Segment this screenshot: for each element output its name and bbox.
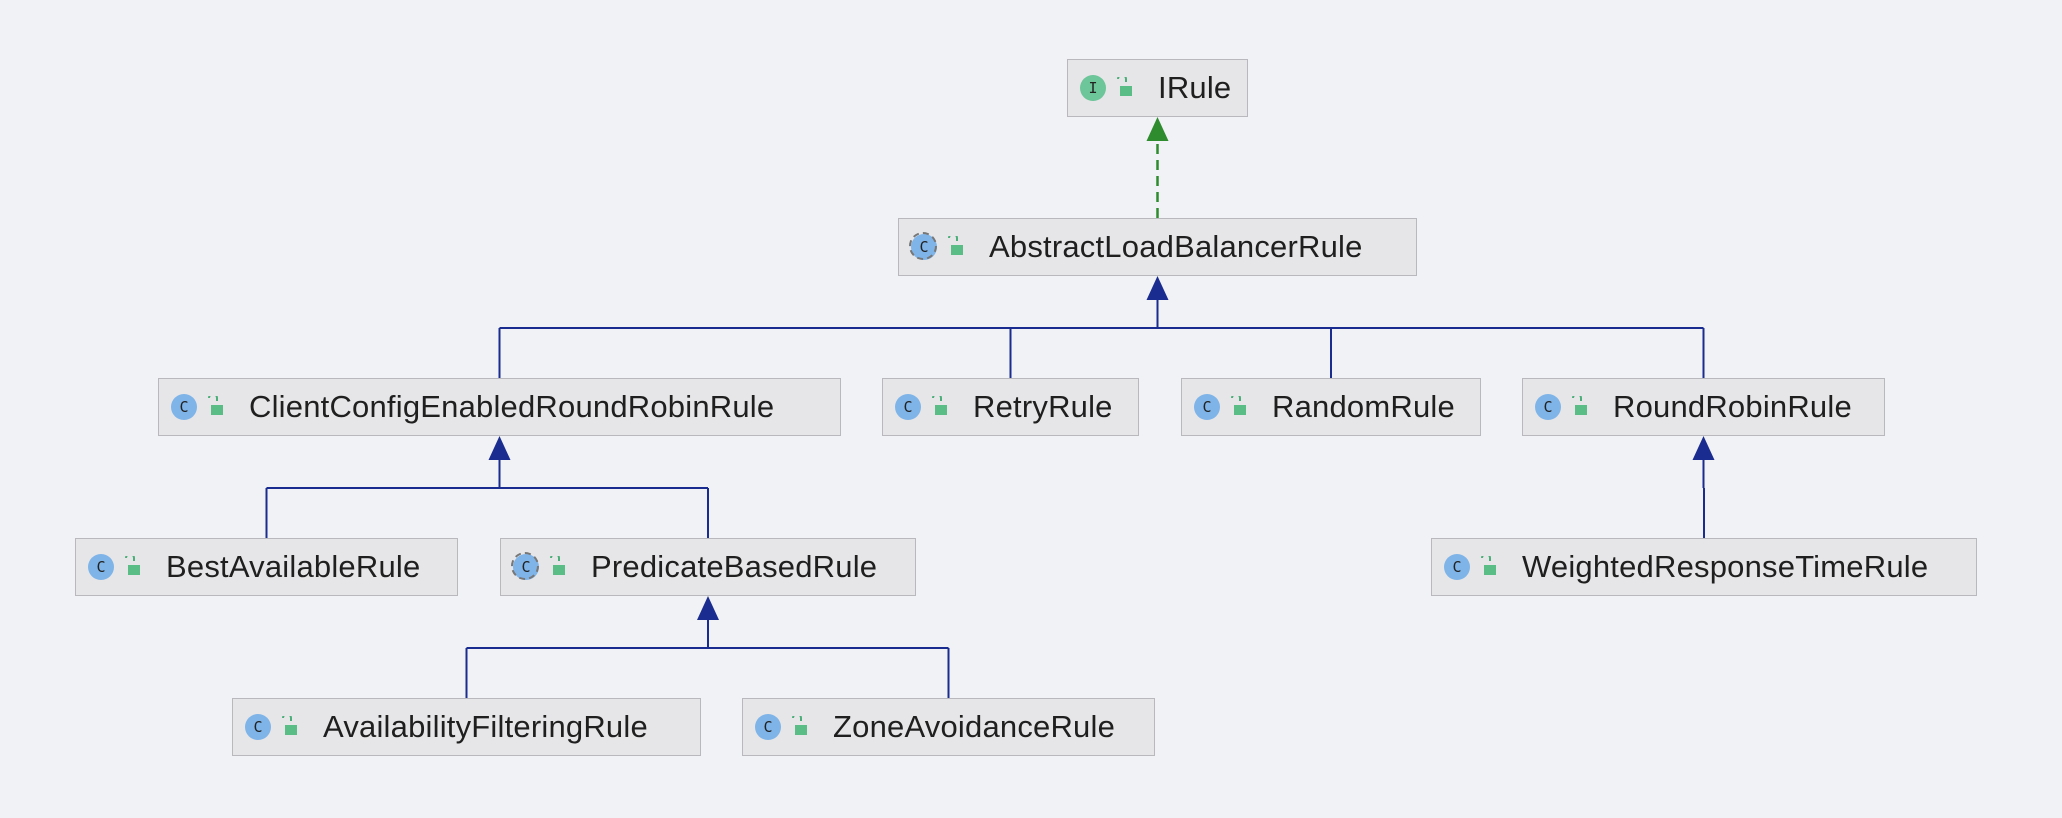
implements-arrowhead: [1146, 117, 1169, 141]
class-icon: C: [895, 394, 921, 420]
public-lock-icon: [1481, 556, 1496, 575]
abstract-class-icon: C: [909, 232, 937, 260]
class-icon: C: [1535, 394, 1561, 420]
node-abstract-load-balancer-rule[interactable]: C AbstractLoadBalancerRule: [898, 218, 1417, 276]
class-icon: C: [88, 554, 114, 580]
node-weighted-response-time-rule[interactable]: C WeightedResponseTimeRule: [1431, 538, 1977, 596]
class-icon: C: [755, 714, 781, 740]
class-icon: C: [245, 714, 271, 740]
node-label: ClientConfigEnabledRoundRobinRule: [249, 389, 775, 424]
node-label: RandomRule: [1272, 389, 1455, 424]
extends-arrowhead: [488, 436, 511, 460]
class-icon: C: [1444, 554, 1470, 580]
public-lock-icon: [1117, 77, 1132, 96]
node-label: AbstractLoadBalancerRule: [989, 229, 1363, 264]
node-predicate-based-rule[interactable]: C PredicateBasedRule: [500, 538, 916, 596]
extends-arrowhead: [697, 596, 719, 620]
node-label: ZoneAvoidanceRule: [833, 709, 1116, 744]
public-lock-icon: [550, 556, 565, 575]
class-icon: C: [1194, 394, 1220, 420]
node-retry-rule[interactable]: C RetryRule: [882, 378, 1139, 436]
public-lock-icon: [282, 716, 297, 735]
node-label: AvailabilityFilteringRule: [323, 709, 648, 744]
node-label: RetryRule: [973, 389, 1113, 424]
public-lock-icon: [1231, 396, 1246, 415]
node-label: BestAvailableRule: [166, 549, 421, 584]
node-label: PredicateBasedRule: [591, 549, 878, 584]
extends-arrowhead: [1692, 436, 1715, 460]
public-lock-icon: [1572, 396, 1587, 415]
public-lock-icon: [125, 556, 140, 575]
abstract-class-icon: C: [511, 552, 539, 580]
node-label: WeightedResponseTimeRule: [1522, 549, 1929, 584]
node-random-rule[interactable]: C RandomRule: [1181, 378, 1481, 436]
node-round-robin-rule[interactable]: C RoundRobinRule: [1522, 378, 1885, 436]
node-zone-avoidance-rule[interactable]: C ZoneAvoidanceRule: [742, 698, 1155, 756]
node-label: IRule: [1158, 70, 1232, 105]
node-irule[interactable]: I IRule: [1067, 59, 1248, 117]
public-lock-icon: [208, 396, 223, 415]
node-availability-filtering-rule[interactable]: C AvailabilityFilteringRule: [232, 698, 701, 756]
public-lock-icon: [932, 396, 947, 415]
interface-icon: I: [1080, 75, 1106, 101]
node-best-available-rule[interactable]: C BestAvailableRule: [75, 538, 458, 596]
class-icon: C: [171, 394, 197, 420]
extends-arrowhead: [1146, 276, 1169, 300]
public-lock-icon: [792, 716, 807, 735]
node-client-config-enabled-round-robin-rule[interactable]: C ClientConfigEnabledRoundRobinRule: [158, 378, 841, 436]
public-lock-icon: [948, 236, 963, 255]
node-label: RoundRobinRule: [1613, 389, 1852, 424]
